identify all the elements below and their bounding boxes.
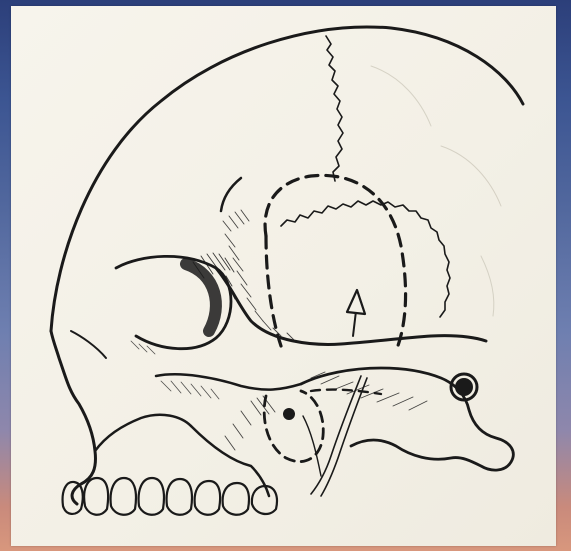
tooth-4 [139, 478, 164, 515]
dashed-loop-upper [265, 175, 406, 351]
small-foramen [283, 408, 295, 420]
dashed-line-middle [311, 390, 381, 394]
dashed-loop-upper-left [266, 236, 281, 346]
hatching-temporal [223, 210, 294, 340]
dashed-loop-lower [264, 391, 323, 462]
nasal-bone [71, 331, 106, 358]
squamous-suture [281, 201, 450, 317]
temporal-base [301, 368, 513, 470]
nerve-strand-2 [321, 378, 367, 496]
hatching-infratemporal [225, 372, 427, 450]
tooth-2 [84, 478, 108, 515]
tooth-8 [252, 486, 277, 514]
zygomatic-lower [156, 374, 301, 389]
paper-bleedthrough [371, 66, 501, 316]
face-profile [51, 331, 95, 504]
nasal-cavity [95, 415, 191, 451]
arrow-shaft [353, 311, 356, 336]
arrow-head [347, 290, 365, 314]
skull-illustration [11, 6, 556, 546]
nerve-strand-1 [311, 376, 361, 494]
coronal-suture [326, 36, 343, 181]
tooth-6 [195, 481, 220, 515]
temporal-line [221, 178, 241, 211]
nerve-strand-3 [303, 416, 321, 476]
tooth-7 [223, 483, 249, 515]
cranium-outline [51, 27, 523, 331]
tooth-3 [111, 478, 136, 515]
ear-canal-fill [455, 378, 473, 396]
teeth-row [63, 478, 277, 515]
tooth-5 [167, 479, 192, 515]
